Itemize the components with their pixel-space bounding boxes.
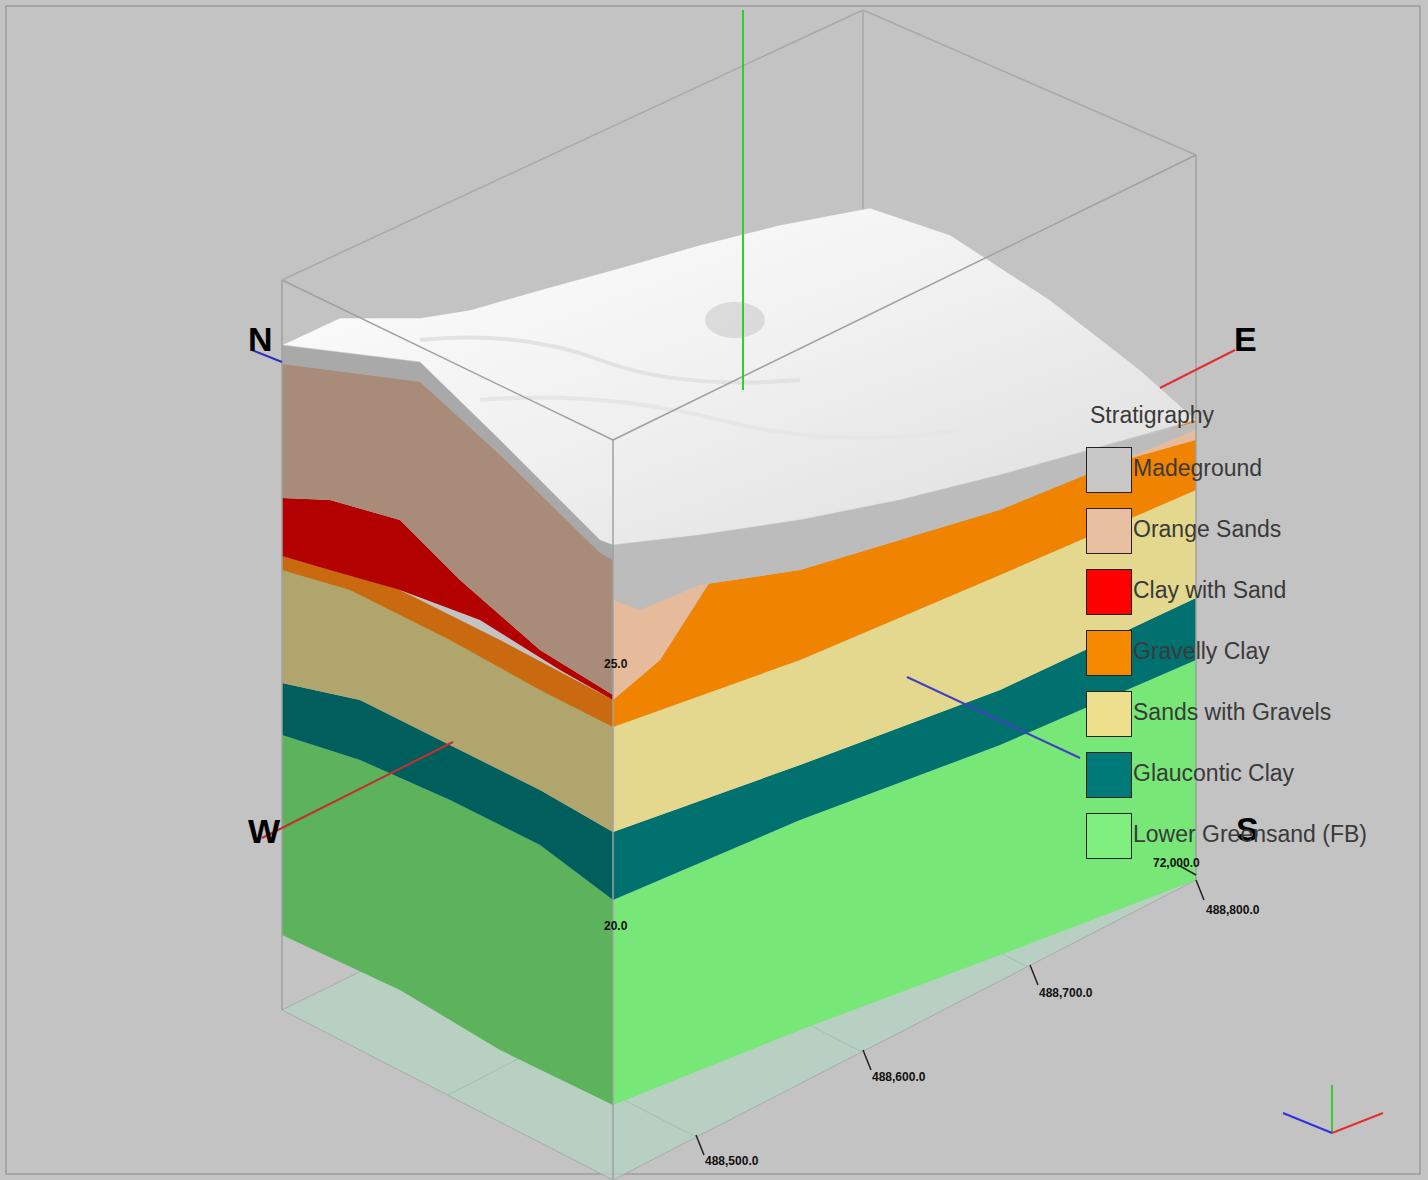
- terrain-surface: [282, 208, 1196, 545]
- legend-swatch: [1086, 630, 1132, 676]
- axis-triad: [1283, 1085, 1383, 1133]
- elevation-tick: 25.0: [604, 658, 627, 670]
- view-frame: [6, 6, 1420, 1174]
- legend-swatch: [1086, 691, 1132, 737]
- west-axis-line: [262, 742, 453, 838]
- legend-text: Sands with Gravels: [1133, 701, 1331, 724]
- legend-text: Madeground: [1133, 457, 1262, 480]
- south-axis-line: [907, 677, 1080, 758]
- legend-swatch: [1086, 752, 1132, 798]
- bounding-box-front: [282, 155, 1196, 1180]
- tick-marks: [696, 866, 1204, 1155]
- legend-text: Orange Sands: [1133, 518, 1281, 541]
- legend-title: Stratigraphy: [1090, 404, 1214, 427]
- legend-swatch: [1086, 508, 1132, 554]
- compass-letter: E: [1234, 322, 1257, 356]
- legend-text: Gravelly Clay: [1133, 640, 1270, 663]
- terrain-hollow: [705, 302, 765, 338]
- vertical-axis: [742, 10, 744, 390]
- compass-letter: W: [248, 814, 280, 848]
- coordinate-tick: 488,800.0: [1206, 904, 1259, 916]
- legend-swatch: [1086, 569, 1132, 615]
- coordinate-tick: 488,500.0: [705, 1155, 758, 1167]
- coordinate-tick: 488,600.0: [872, 1071, 925, 1083]
- legend-text: Glaucontic Clay: [1133, 762, 1294, 785]
- compass-letter: N: [248, 322, 273, 356]
- terrain-shading: [480, 398, 960, 439]
- legend-swatch: [1086, 447, 1132, 493]
- east-axis-line: [1160, 350, 1235, 388]
- legend-text: Clay with Sand: [1133, 579, 1286, 602]
- coordinate-tick: 72,000.0: [1153, 857, 1200, 869]
- legend-swatch: [1086, 813, 1132, 859]
- legend-text: Lower Greensand (FB): [1133, 823, 1367, 846]
- elevation-tick: 20.0: [604, 920, 627, 932]
- coordinate-tick: 488,700.0: [1039, 987, 1092, 999]
